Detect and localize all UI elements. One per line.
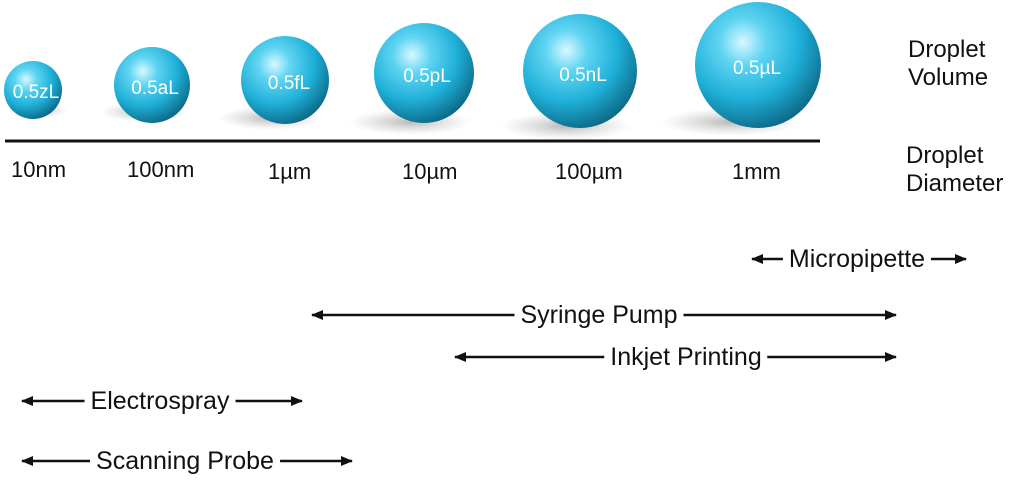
droplet-volume-label: 0.5nL bbox=[559, 65, 607, 86]
droplet-volume-label: 0.5zL bbox=[13, 82, 59, 103]
diameter-label: 1µm bbox=[268, 159, 312, 184]
diameter-label: 100µm bbox=[555, 159, 623, 184]
droplet-diameter-title: Droplet Diameter bbox=[906, 142, 1003, 198]
droplet-diameter-title-line2: Diameter bbox=[906, 170, 1004, 197]
droplet-sphere-0.5fL bbox=[241, 36, 329, 124]
droplet-volume-title: Droplet Volume bbox=[908, 36, 988, 92]
inkjet-printing-label: Inkjet Printing bbox=[604, 343, 768, 371]
electrospray-label: Electrospray bbox=[84, 387, 236, 415]
diameter-label: 10nm bbox=[11, 157, 67, 182]
diameter-label: 100nm bbox=[127, 157, 195, 182]
droplet-volume-label: 0.5aL bbox=[131, 78, 179, 99]
droplet-diameter-title-line1: Droplet bbox=[906, 142, 984, 169]
diameter-label: 1mm bbox=[732, 159, 781, 184]
droplet-sphere-0.5aL bbox=[114, 47, 190, 123]
droplet-sphere-0.5nL bbox=[523, 14, 637, 128]
droplet-volume-label: 0.5fL bbox=[268, 73, 310, 94]
droplet-sphere-0.5zL bbox=[4, 61, 62, 119]
droplet-volume-title-line1: Droplet bbox=[908, 36, 986, 63]
droplet-sphere-0.5uL bbox=[695, 2, 821, 128]
micropipette-label: Micropipette bbox=[782, 245, 932, 273]
droplet-volume-label: 0.5pL bbox=[403, 66, 451, 87]
droplet-volume-title-line2: Volume bbox=[908, 64, 989, 91]
syringe-pump-label: Syringe Pump bbox=[514, 301, 684, 329]
diameter-label: 10µm bbox=[402, 159, 458, 184]
scanning-probe-label: Scanning Probe bbox=[90, 447, 280, 475]
droplet-sphere-0.5pL bbox=[374, 23, 474, 123]
droplet-volume-label: 0.5µL bbox=[733, 58, 781, 79]
